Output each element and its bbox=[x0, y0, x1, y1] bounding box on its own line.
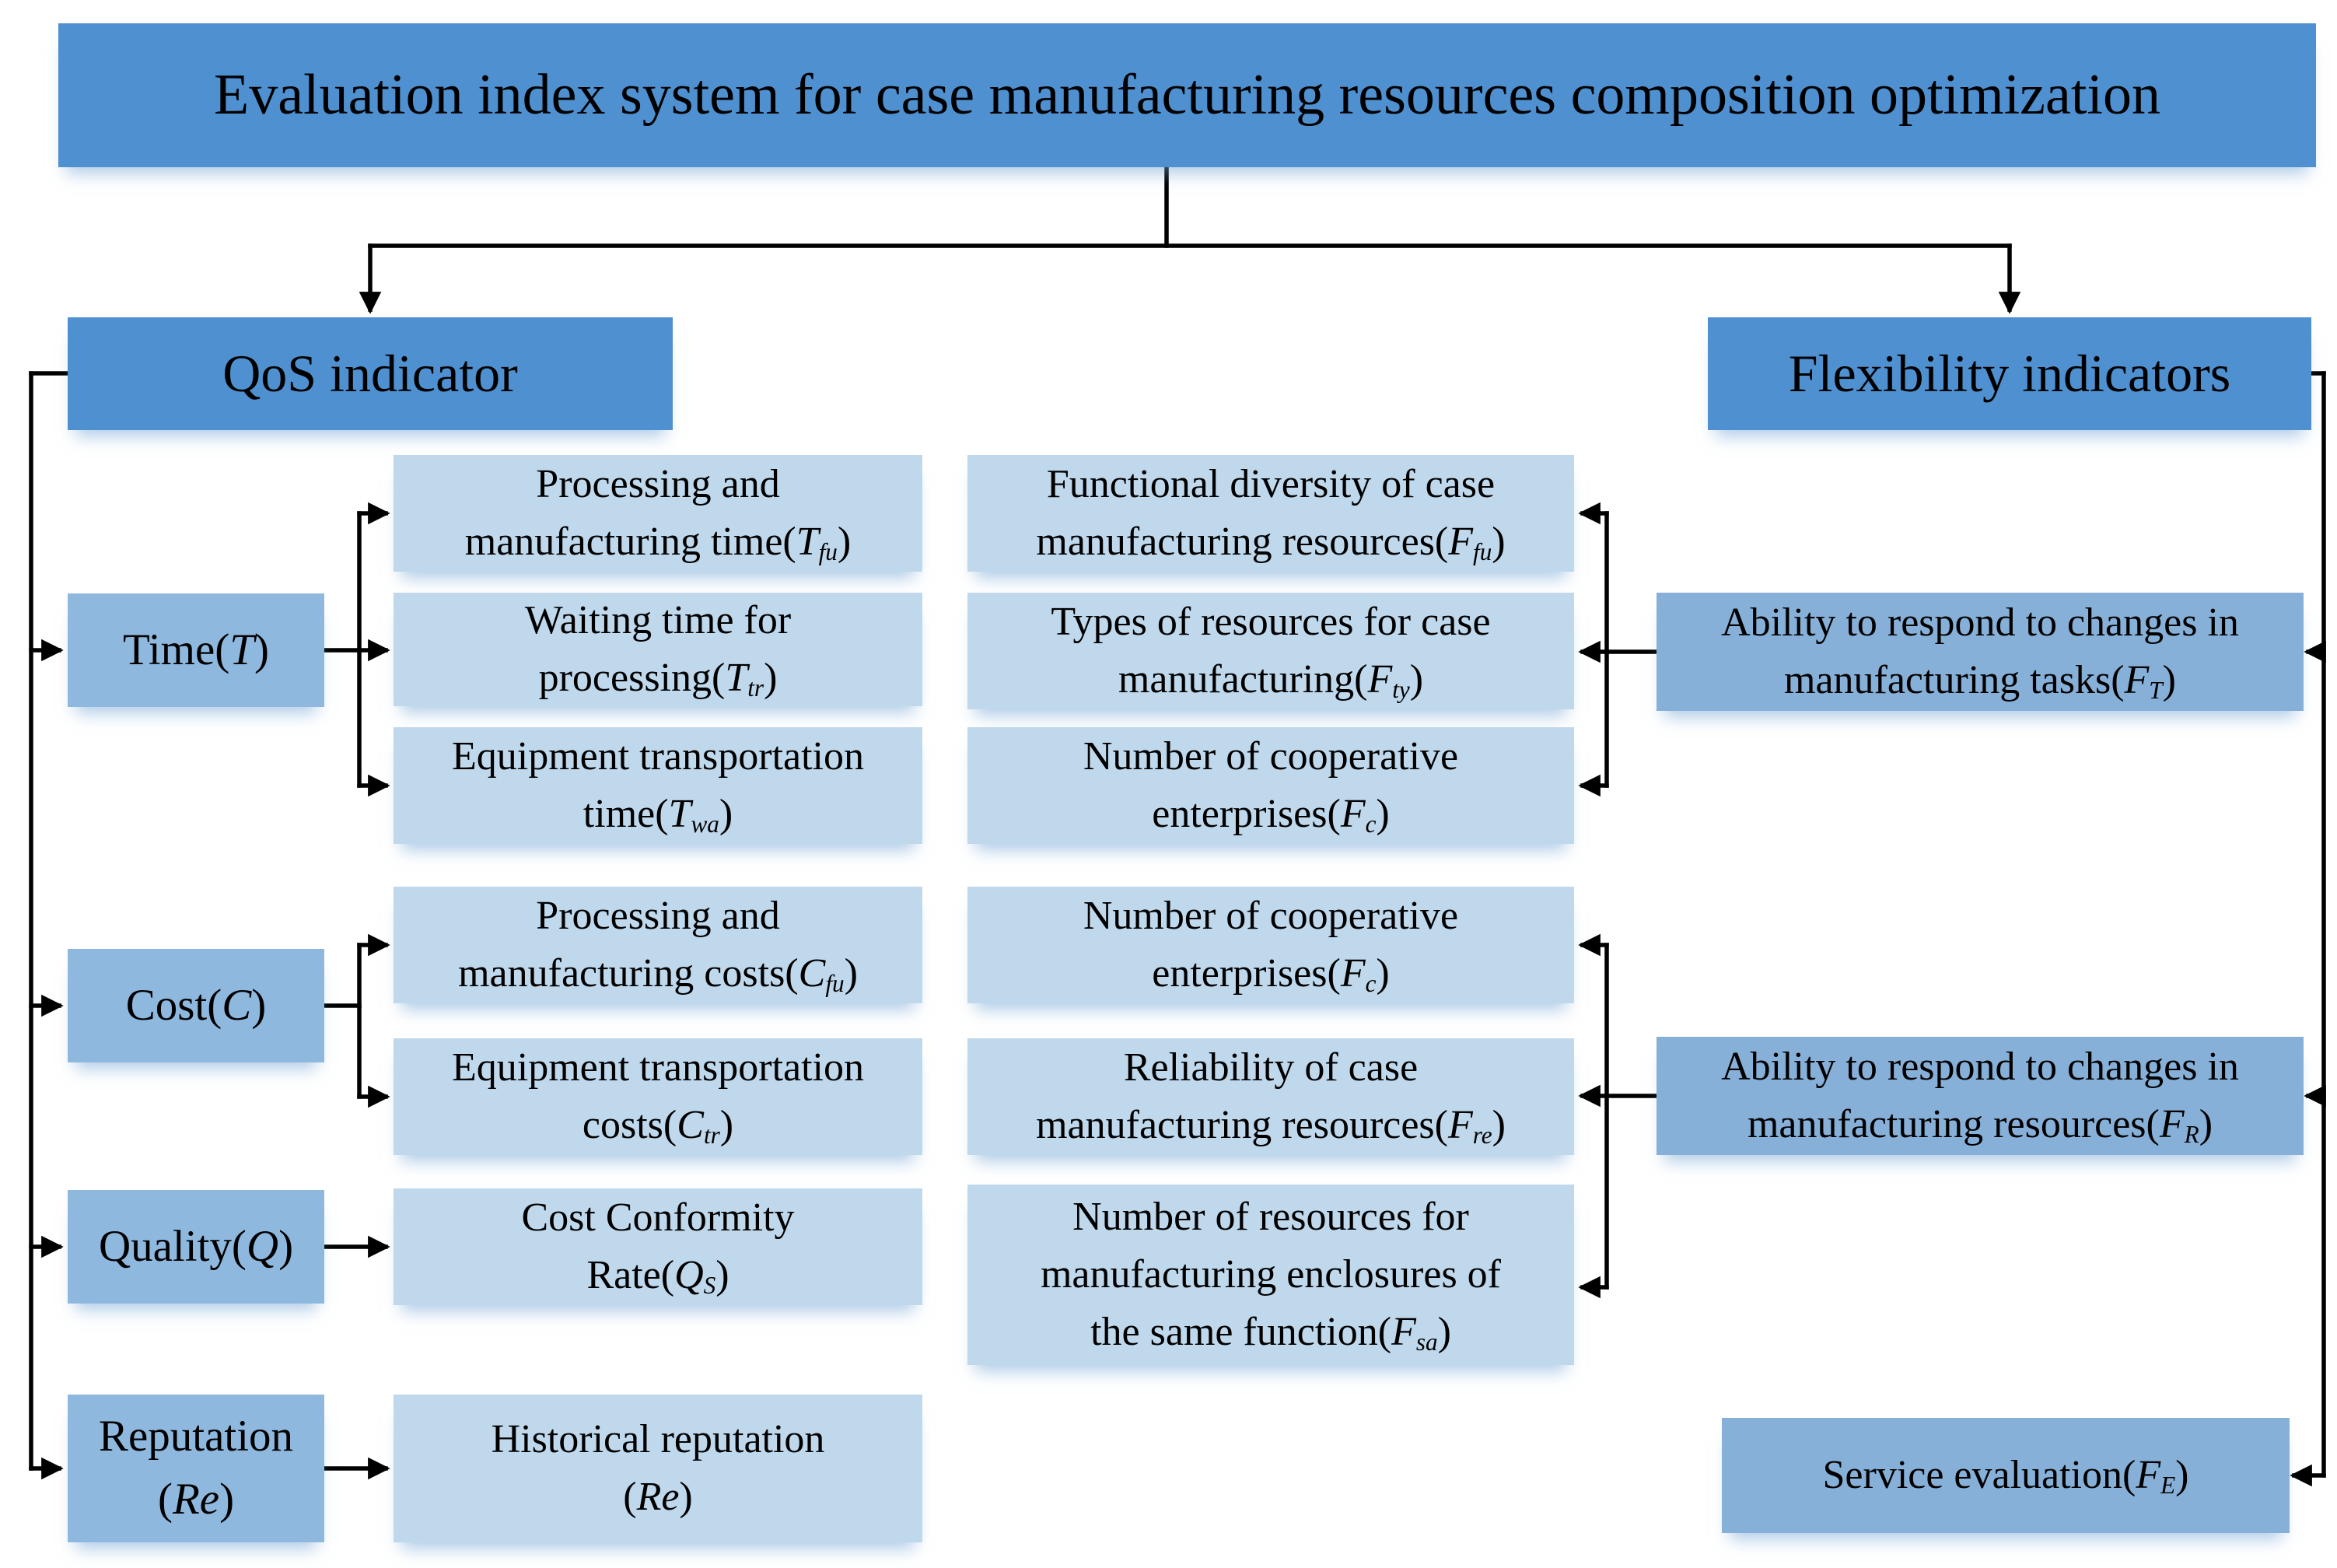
flex-spine-connector bbox=[2290, 371, 2326, 1487]
box-service-evaluation: Service evaluation(FE) bbox=[1722, 1418, 2290, 1533]
cost-branch-connector bbox=[322, 933, 390, 1108]
qos-header: QoS indicator bbox=[68, 317, 673, 430]
fr-branch-connector bbox=[1578, 933, 1659, 1299]
flexibility-header: Flexibility indicators bbox=[1708, 317, 2311, 430]
time-branch-connector bbox=[322, 502, 390, 797]
box-reputation: Reputation(Re) bbox=[68, 1395, 324, 1542]
box-time: Time(T) bbox=[68, 593, 324, 707]
box-historical-reputation: Historical reputation(Re) bbox=[394, 1395, 922, 1542]
qos-spine-connector bbox=[29, 371, 70, 1480]
top-tree-connector bbox=[359, 165, 2021, 314]
title-banner: Evaluation index system for case manufac… bbox=[58, 23, 2316, 167]
ft-branch-connector bbox=[1578, 502, 1659, 797]
box-cost: Cost(C) bbox=[68, 949, 324, 1062]
box-quality: Quality(Q) bbox=[68, 1190, 324, 1304]
